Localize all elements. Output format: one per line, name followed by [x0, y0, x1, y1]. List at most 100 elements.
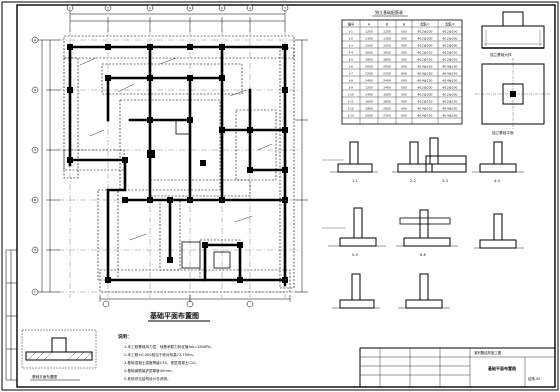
table-cell: 600: [401, 79, 407, 83]
table-cell: 2200: [365, 72, 373, 76]
table-cell: Φ12@200: [443, 44, 458, 48]
grid-label-top: 1: [69, 6, 71, 10]
grid-label-left: C: [34, 148, 36, 152]
table-cell: Φ14@150: [418, 72, 433, 76]
title-project: 某别墅结构施工图: [474, 350, 502, 355]
table-header-cell: A: [368, 23, 371, 27]
table-cell: Φ12@150: [418, 100, 433, 104]
table-title: 独立基础配筋表: [375, 9, 403, 15]
table-cell: Φ12@150: [443, 58, 458, 62]
column-marks: [67, 44, 288, 283]
foundation-beams: [68, 45, 287, 287]
section-9: [398, 273, 450, 309]
table-cell: 600: [401, 114, 407, 118]
table-cell: 500: [401, 30, 407, 34]
table-cell: Φ14@150: [418, 107, 433, 111]
plan-dimensions-bottom: [99, 295, 291, 302]
plan-dimensions-top: [69, 10, 286, 32]
table-cell: 1300: [383, 37, 391, 41]
table-cell: Φ12@200: [418, 86, 433, 90]
table-cell: 1500: [383, 44, 391, 48]
table-cell: 600: [401, 107, 407, 111]
table-cell: Φ12@200: [443, 86, 458, 90]
table-cell: Φ14@150: [418, 79, 433, 83]
table-cell: Φ14@150: [418, 114, 433, 118]
table-cell: J-12: [347, 107, 354, 111]
grid-bubbles: [31, 4, 289, 308]
table-cell: 1800: [365, 58, 373, 62]
table-cell: 2000: [383, 107, 391, 111]
section-label-1: 1-1: [352, 179, 358, 183]
grid-label-top: 7: [284, 6, 286, 10]
grid-label-left: A: [34, 38, 37, 42]
table-cell: J-6: [348, 65, 353, 69]
table-cell: 1200: [383, 30, 391, 34]
table-cell: 1800: [365, 107, 373, 111]
table-header-cell: 配筋②: [445, 22, 454, 27]
note-line-4: 4.基础钢筋保护层厚度40mm。: [124, 368, 175, 373]
pit-outlines: [175, 119, 231, 269]
table-cell: J-1: [348, 30, 353, 34]
grid-label-left: B: [34, 88, 36, 92]
table-cell: 2000: [383, 65, 391, 69]
grid-label-top: 4: [189, 6, 191, 10]
footing-section-detail: 独立基础大样 独立基础平面: [475, 11, 550, 135]
section-label-5: 5-5: [352, 253, 358, 257]
table-cell: 2200: [383, 114, 391, 118]
table-cell: Φ12@200: [418, 93, 433, 97]
table-cell: J-3: [348, 44, 353, 48]
table-cell: 2400: [383, 79, 391, 83]
edge-detail-title: 基础平面布置图: [32, 374, 58, 379]
table-cell: 1400: [365, 93, 373, 97]
section-3-3: [425, 137, 467, 173]
table-header-cell: H: [403, 23, 406, 27]
title-block: 基础平面布置图 某别墅结构施工图 结施-02: [359, 347, 556, 388]
table-cell: 500: [401, 86, 407, 90]
table-cell: J-9: [348, 86, 353, 90]
table-cell: 600: [401, 65, 407, 69]
table-cell: 1200: [365, 30, 373, 34]
table-cell: 500: [401, 37, 407, 41]
table-cell: 500: [401, 44, 407, 48]
table-cell: 2400: [365, 79, 373, 83]
table-cell: Φ12@150: [418, 58, 433, 62]
grid-label-top: 2: [107, 6, 109, 10]
note-line-3: 3.基础混凝土强度等级C30，垫层混凝土C10。: [124, 360, 199, 365]
section-7: [474, 213, 524, 249]
section-labels: 1-1 2-2 3-3 4-4 5-5 6-6: [352, 179, 501, 257]
table-cell: Φ12@200: [418, 30, 433, 34]
notes-title: 说明：: [118, 333, 132, 340]
section-1-1: [322, 141, 378, 173]
table-cell: J-4: [348, 51, 353, 55]
plan-dimensions-left: [38, 39, 60, 293]
table-cell: 1200: [365, 86, 373, 90]
grid-label-top: 3: [149, 6, 151, 10]
table-cell: Φ12@200: [443, 30, 458, 34]
table-cell: J-11: [347, 100, 354, 104]
table-cell: 1500: [365, 44, 373, 48]
table-cell: Φ12@150: [443, 51, 458, 55]
grid-label-left: F: [34, 290, 36, 294]
grid-label-left: D: [34, 198, 37, 202]
section-label-6: 6-6: [420, 253, 427, 257]
table-cell: 2000: [365, 65, 373, 69]
section-4-4: [472, 141, 524, 173]
grid-label-top: 6: [249, 6, 251, 10]
table-header-cell: B: [386, 23, 388, 27]
plan-title: 基础平面布置图: [149, 311, 199, 320]
table-cell: 2000: [365, 114, 373, 118]
table-cell: 1600: [365, 51, 373, 55]
general-notes: 说明： 1.本工程基础持力层，地基承载力特征值fak=180KPa。 2.本工程…: [118, 333, 214, 381]
plan-view-label: 独立基础平面: [492, 130, 514, 135]
table-cell: Φ14@150: [443, 79, 458, 83]
note-line-2: 2.本工程±0.000相当于绝对标高72.750m。: [124, 352, 196, 357]
footing-detail-label: 独立基础大样: [490, 52, 512, 57]
table-cell: 500: [401, 100, 407, 104]
footing-leaders: [79, 57, 273, 241]
table-cell: 500: [401, 51, 407, 55]
note-line-5: 5.其他详见结构设计总说明。: [124, 376, 171, 381]
section-5-5: [322, 207, 386, 247]
table-column-rules: [359, 20, 439, 124]
